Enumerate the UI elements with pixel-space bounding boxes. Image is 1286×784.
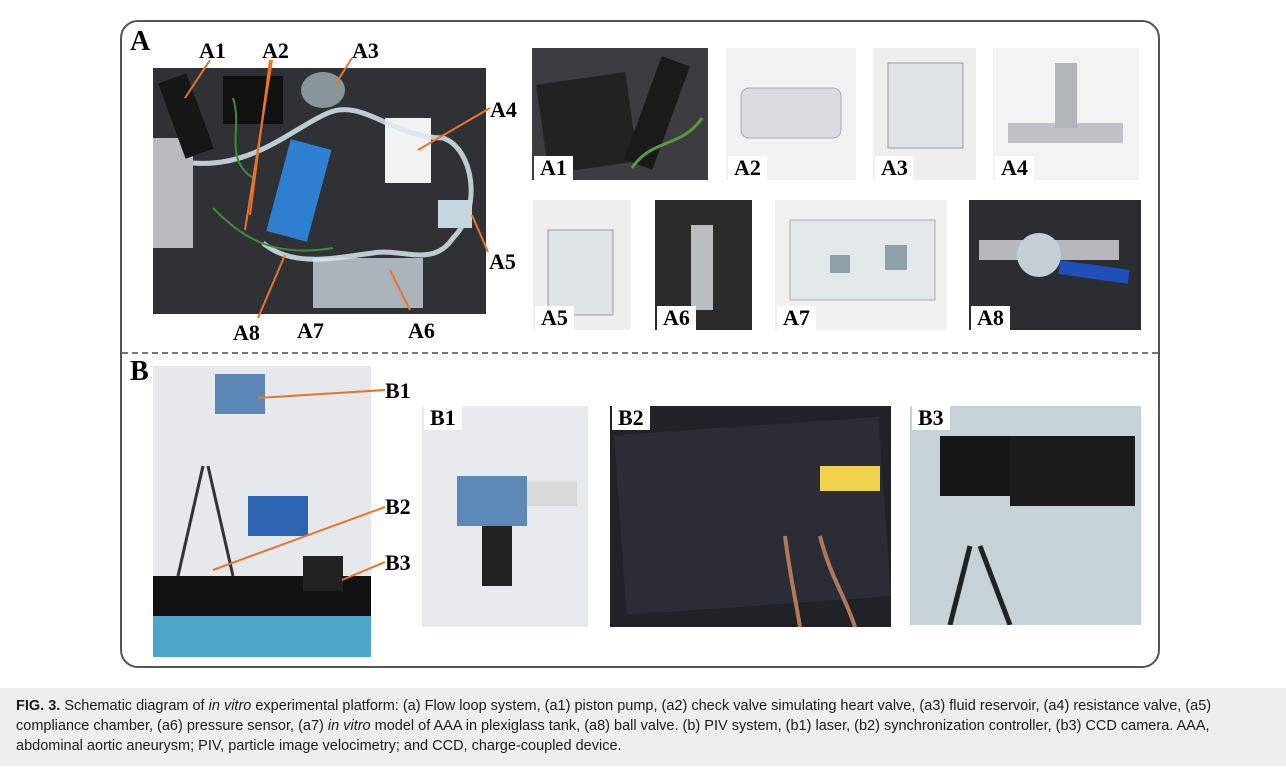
thumb-label-a7: A7 xyxy=(777,306,816,330)
thumb-label-a2: A2 xyxy=(728,156,767,180)
callout-a2: A2 xyxy=(262,38,289,63)
thumb-label-a6: A6 xyxy=(657,306,696,330)
callout-a1: A1 xyxy=(199,38,226,63)
callout-b2: B2 xyxy=(385,494,411,519)
thumb-a5-compliance-chamber: A5 xyxy=(533,200,630,330)
thumb-a7-aaa-model-tank: A7 xyxy=(775,200,947,330)
callout-b1: B1 xyxy=(385,378,411,403)
caption-italic2: in vitro xyxy=(327,718,371,734)
thumb-a2-check-valve: A2 xyxy=(726,48,856,180)
piv-system-photo xyxy=(153,366,371,657)
thumb-a1-piston-pump: A1 xyxy=(532,48,708,180)
callout-a4: A4 xyxy=(490,97,517,122)
thumb-label-a4: A4 xyxy=(995,156,1034,180)
caption-part2: experimental platform: (a) Flow loop sys… xyxy=(16,698,1212,734)
caption-part1: Schematic diagram of xyxy=(60,698,209,714)
callout-a7: A7 xyxy=(297,318,324,343)
thumb-b2-sync-controller: B2 xyxy=(610,406,891,627)
section-a-label: A xyxy=(130,26,151,57)
callout-a8: A8 xyxy=(233,320,260,345)
thumb-label-a3: A3 xyxy=(875,156,914,180)
thumb-label-b1: B1 xyxy=(424,406,462,430)
callout-b3: B3 xyxy=(385,550,411,575)
caption-label: FIG. 3. xyxy=(16,698,61,714)
callout-a5: A5 xyxy=(489,249,516,274)
thumb-a8-ball-valve: A8 xyxy=(969,200,1141,330)
thumb-label-a1: A1 xyxy=(534,156,573,180)
thumb-a6-pressure-sensor: A6 xyxy=(655,200,752,330)
thumb-label-a5: A5 xyxy=(535,306,574,330)
thumb-a4-resistance-valve: A4 xyxy=(993,48,1139,180)
callout-a6: A6 xyxy=(408,318,435,343)
thumb-label-b2: B2 xyxy=(612,406,650,430)
section-divider xyxy=(122,352,1158,354)
flow-loop-photo xyxy=(153,68,486,314)
caption-part3: model of AAA in plexiglass tank, (a8) ba… xyxy=(16,718,1210,754)
figure-caption: FIG. 3. Schematic diagram of in vitro ex… xyxy=(0,688,1286,766)
callout-a3: A3 xyxy=(352,38,379,63)
thumb-b3-ccd-camera: B3 xyxy=(910,406,1141,625)
section-b-label: B xyxy=(130,356,149,387)
thumb-b1-laser: B1 xyxy=(422,406,588,627)
thumb-label-a8: A8 xyxy=(971,306,1010,330)
thumb-label-b3: B3 xyxy=(912,406,950,430)
caption-italic1: in vitro xyxy=(208,698,252,714)
thumb-a3-fluid-reservoir: A3 xyxy=(873,48,976,180)
